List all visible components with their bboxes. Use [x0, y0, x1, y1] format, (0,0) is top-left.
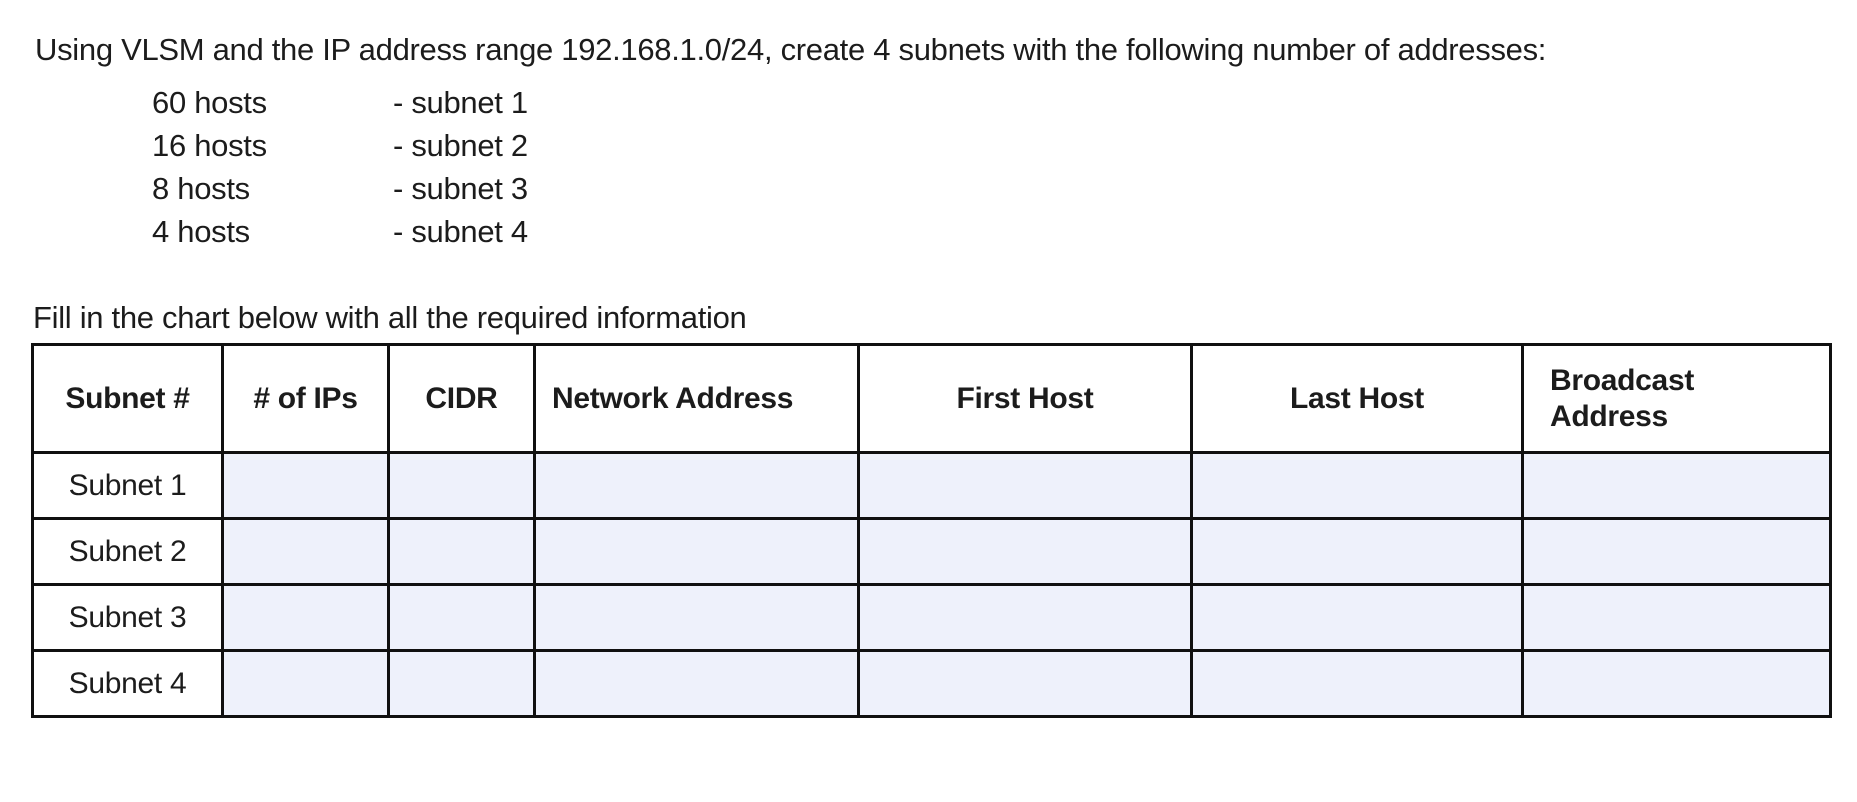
col-header-subnet-number: Subnet # [31, 343, 224, 454]
fill-cell-cidr[interactable] [387, 583, 536, 652]
instruction-title: Using VLSM and the IP address range 192.… [35, 32, 1547, 67]
table-row: Subnet 1 [31, 451, 1832, 520]
subnet-label: - subnet 1 [393, 85, 528, 120]
row-label: Subnet 4 [31, 649, 224, 718]
fill-cell-network-address[interactable] [533, 583, 860, 652]
table-row: Subnet 4 [31, 649, 1832, 718]
fill-cell-num-ips[interactable] [221, 583, 390, 652]
col-header-last-host: Last Host [1190, 343, 1524, 454]
fill-cell-last-host[interactable] [1190, 451, 1524, 520]
requirement-row: 16 hosts - subnet 2 [35, 124, 528, 167]
row-label: Subnet 2 [31, 517, 224, 586]
row-label: Subnet 1 [31, 451, 224, 520]
fill-cell-last-host[interactable] [1190, 649, 1524, 718]
fill-cell-broadcast-address[interactable] [1521, 583, 1832, 652]
fill-cell-first-host[interactable] [857, 583, 1193, 652]
fill-cell-broadcast-address[interactable] [1521, 649, 1832, 718]
requirement-row: 4 hosts - subnet 4 [35, 210, 528, 253]
col-header-num-ips: # of IPs [221, 343, 390, 454]
col-header-first-host: First Host [857, 343, 1193, 454]
hosts-count: 8 hosts [152, 171, 250, 206]
col-header-network-address: Network Address [533, 343, 860, 454]
subnet-table: Subnet # # of IPs CIDR Network Address F… [31, 343, 1832, 718]
hosts-count: 60 hosts [152, 85, 267, 120]
hosts-count: 4 hosts [152, 214, 250, 249]
fill-cell-num-ips[interactable] [221, 649, 390, 718]
fill-prompt: Fill in the chart below with all the req… [33, 300, 747, 335]
fill-cell-cidr[interactable] [387, 451, 536, 520]
requirements-list: 60 hosts - subnet 1 16 hosts - subnet 2 8 … [35, 81, 528, 253]
fill-cell-broadcast-address[interactable] [1521, 517, 1832, 586]
fill-cell-network-address[interactable] [533, 517, 860, 586]
fill-cell-network-address[interactable] [533, 649, 860, 718]
fill-cell-num-ips[interactable] [221, 517, 390, 586]
table-row: Subnet 3 [31, 583, 1832, 652]
fill-cell-num-ips[interactable] [221, 451, 390, 520]
fill-cell-last-host[interactable] [1190, 583, 1524, 652]
table-header-row: Subnet # # of IPs CIDR Network Address F… [31, 343, 1832, 454]
row-label: Subnet 3 [31, 583, 224, 652]
subnet-label: - subnet 2 [393, 128, 528, 163]
requirement-row: 8 hosts - subnet 3 [35, 167, 528, 210]
fill-cell-network-address[interactable] [533, 451, 860, 520]
col-header-cidr: CIDR [387, 343, 536, 454]
fill-cell-last-host[interactable] [1190, 517, 1524, 586]
fill-cell-cidr[interactable] [387, 649, 536, 718]
fill-cell-first-host[interactable] [857, 517, 1193, 586]
fill-cell-first-host[interactable] [857, 451, 1193, 520]
fill-cell-cidr[interactable] [387, 517, 536, 586]
requirement-row: 60 hosts - subnet 1 [35, 81, 528, 124]
table-row: Subnet 2 [31, 517, 1832, 586]
subnet-label: - subnet 3 [393, 171, 528, 206]
fill-cell-first-host[interactable] [857, 649, 1193, 718]
subnet-label: - subnet 4 [393, 214, 528, 249]
hosts-count: 16 hosts [152, 128, 267, 163]
col-header-broadcast-address: Broadcast Address [1521, 343, 1832, 454]
fill-cell-broadcast-address[interactable] [1521, 451, 1832, 520]
